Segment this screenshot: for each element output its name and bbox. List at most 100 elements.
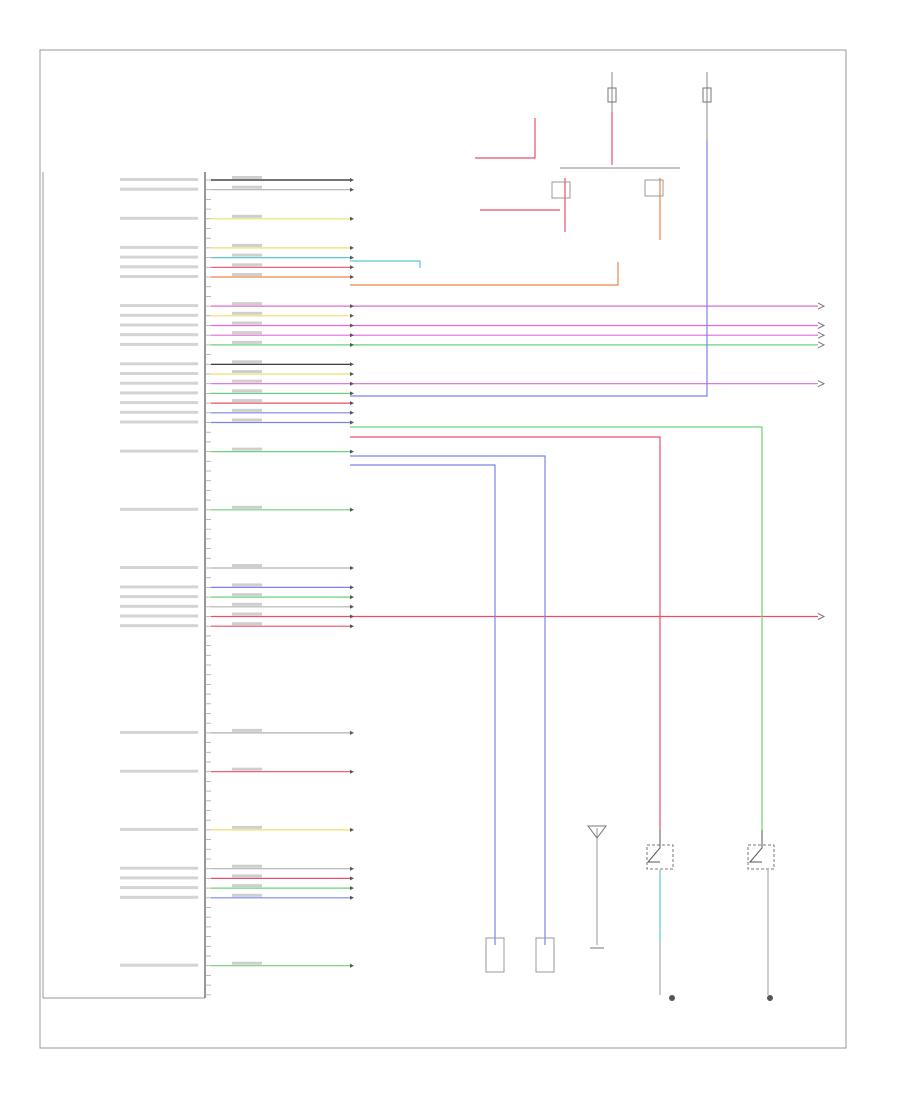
switch-middle	[646, 830, 675, 1001]
fuel-connector-1	[485, 937, 505, 973]
connector-arrow-icon	[350, 323, 354, 328]
pin-label-placeholder	[120, 624, 198, 628]
wire-code-placeholder	[232, 612, 262, 616]
connector-arrow-icon	[350, 595, 354, 600]
control-module	[42, 172, 211, 999]
wire-code-placeholder	[232, 185, 262, 189]
pin-label-placeholder	[120, 362, 198, 366]
connector-arrow-icon	[350, 313, 354, 318]
wire-code-placeholder	[232, 331, 262, 335]
connector-arrow-icon	[350, 178, 354, 182]
wire-black-run	[350, 140, 708, 397]
pin-label-placeholder	[120, 255, 198, 259]
pin-label-placeholder	[120, 595, 198, 599]
fuse-right	[702, 87, 712, 103]
wire-code-placeholder	[232, 583, 262, 587]
edge-arrow-icon	[817, 380, 826, 388]
fuel-connector-2	[535, 937, 555, 973]
connector-arrow-icon	[350, 304, 354, 309]
relay-box-2	[644, 179, 664, 197]
edge-arrow-icon	[817, 302, 826, 310]
wire-code-placeholder	[232, 564, 262, 567]
pin-label-placeholder	[120, 323, 198, 327]
connector-arrow-icon	[350, 769, 354, 774]
wire-code-placeholder	[232, 340, 262, 344]
wire-code-placeholder	[232, 379, 262, 383]
top-fuse-area	[475, 72, 712, 240]
wire-code-placeholder	[232, 408, 262, 412]
wire-red-run	[350, 436, 661, 830]
pin-label-placeholder	[120, 876, 198, 880]
wire-code-placeholder	[232, 505, 262, 509]
wire-blue-run-2	[350, 464, 496, 945]
connector-arrow-icon	[350, 507, 354, 512]
pin-label-placeholder	[120, 449, 198, 453]
pin-label-placeholder	[120, 275, 198, 278]
pin-label-placeholder	[120, 372, 198, 375]
wire-code-placeholder	[232, 825, 262, 829]
wire-code-placeholder	[232, 418, 262, 422]
connector-arrow-icon	[350, 827, 354, 832]
connector-arrow-icon	[350, 401, 354, 406]
diagram-frame	[39, 49, 847, 1049]
connector-arrow-icon	[350, 420, 354, 425]
edge-arrow-icon	[817, 331, 826, 339]
pin-label-placeholder	[120, 245, 198, 249]
pin-label-placeholder	[120, 410, 198, 414]
wire-group	[211, 176, 818, 968]
edge-arrow-icon	[817, 341, 826, 349]
sensor-switches	[646, 830, 775, 1001]
wire-code-placeholder	[232, 360, 262, 364]
connector-arrow-icon	[350, 333, 354, 338]
connector-arrow-icon	[350, 275, 354, 279]
long-wires	[350, 140, 763, 945]
connector-arrow-icon	[350, 342, 354, 347]
antenna-icon	[587, 825, 607, 839]
pin-label-placeholder	[120, 827, 198, 831]
wire-code-placeholder	[232, 622, 262, 626]
pin-label-placeholder	[120, 333, 198, 337]
pin-label-placeholder	[120, 769, 198, 773]
connector-arrow-icon	[350, 730, 354, 735]
connector-arrow-icon	[350, 604, 354, 609]
pin-label-placeholder	[120, 178, 198, 181]
ground-symbol-right	[767, 995, 773, 1001]
switch-right	[747, 830, 775, 1001]
fuse-left	[607, 87, 617, 103]
wire-code-placeholder	[232, 273, 262, 276]
wire-code-placeholder	[232, 728, 262, 732]
pin-label-placeholder	[120, 886, 198, 890]
wire-code-placeholder	[232, 602, 262, 606]
pin-label-placeholder	[120, 304, 198, 308]
wire-code-placeholder	[232, 389, 262, 393]
wire-code-placeholder	[232, 263, 262, 267]
wire-code-placeholder	[232, 214, 262, 218]
wire-code-placeholder	[232, 176, 262, 179]
wire-code-placeholder	[232, 253, 262, 257]
connector-arrow-icon	[350, 876, 354, 881]
connector-arrow-icon	[350, 585, 354, 590]
connector-arrow-icon	[350, 614, 354, 619]
connector-arrow-icon	[350, 866, 354, 871]
relay-wire-1	[475, 150, 536, 159]
pin-label-placeholder	[120, 730, 198, 734]
pin-label-placeholder	[120, 585, 198, 589]
wire-code-placeholder	[232, 370, 262, 373]
connector-arrow-icon	[350, 381, 354, 386]
pin-label-placeholder	[120, 401, 198, 405]
pin-label-placeholder	[120, 187, 198, 191]
wire-code-placeholder	[232, 302, 262, 306]
wire-green-run	[350, 426, 763, 830]
wire-code-placeholder	[232, 893, 262, 897]
connector-arrow-icon	[350, 449, 354, 454]
connector-arrow-icon	[350, 566, 354, 570]
wire-blue-run-1	[350, 455, 546, 945]
pin-label-placeholder	[120, 342, 198, 346]
connector-arrow-icon	[350, 391, 354, 396]
wire-code-placeholder	[232, 884, 262, 888]
connector-arrow-icon	[350, 372, 354, 376]
connector-arrow-icon	[350, 216, 354, 221]
pin-label-placeholder	[120, 566, 198, 569]
connector-arrow-icon	[350, 187, 354, 192]
